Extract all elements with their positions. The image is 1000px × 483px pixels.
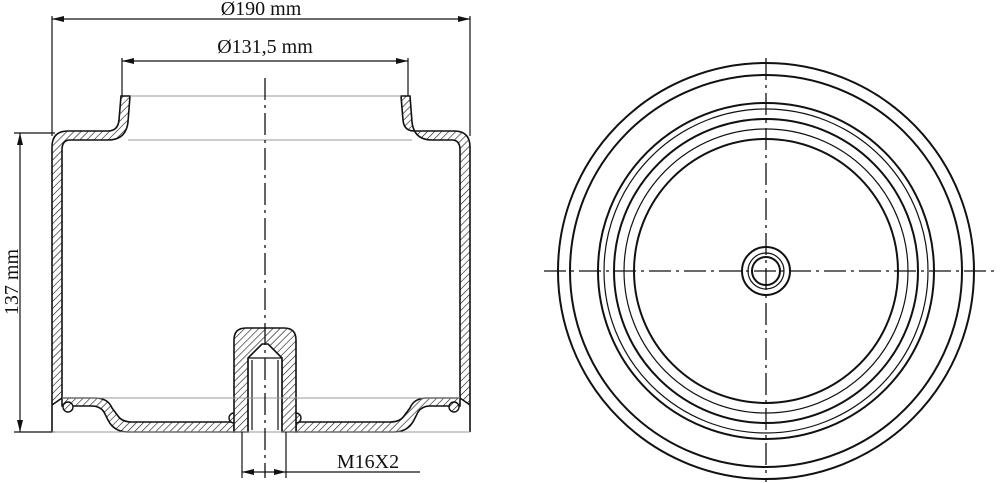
inner-diameter-label: Ø131,5 mm [217,36,313,58]
piston-wall-section-right [400,95,471,432]
thread-label: M16X2 [337,451,399,473]
outer-diameter-dimension: Ø190 mm [51,0,471,136]
piston-wall-section [51,95,131,432]
base-plate-section [61,397,235,433]
inner-diameter-dimension: Ø131,5 mm [121,36,409,100]
thread-dimension: M16X2 [241,432,420,478]
top-plan-view [544,58,996,482]
height-dimension: 137 mm [1,132,55,433]
side-section-view: Ø190 mm Ø131,5 mm 137 mm [1,0,471,478]
base-plate-section-right [295,397,461,433]
height-label: 137 mm [1,249,23,316]
seal-bead-right [448,401,460,413]
seal-bead-left [62,401,74,413]
outer-diameter-label: Ø190 mm [221,0,302,20]
